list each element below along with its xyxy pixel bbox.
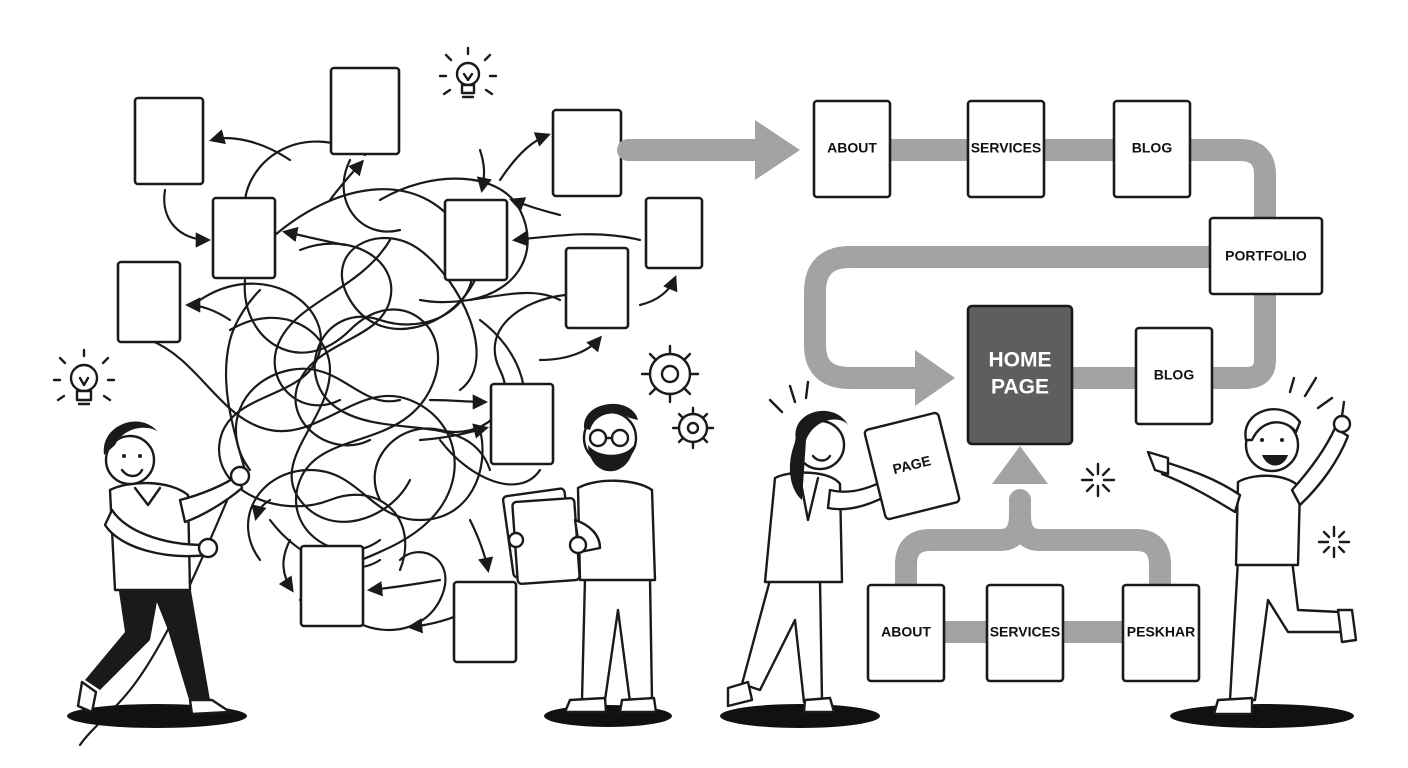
organized-sitemap: ABOUT SERVICES BLOG PORTFOLIO HOME PAGE … [720, 99, 1358, 728]
scattered-page [452, 580, 518, 664]
lightbulb-icon [438, 46, 498, 99]
home-label-line1: HOME [989, 349, 1052, 372]
excited-man-pointing [1146, 376, 1358, 728]
man-holding-papers [501, 403, 672, 727]
page-label: ABOUT [827, 140, 877, 156]
sparkle-icon [1317, 525, 1351, 559]
woman-holding-page: PAGE [720, 380, 961, 728]
transition-arrow [617, 120, 800, 180]
gear-icon [640, 344, 700, 404]
page-label: SERVICES [990, 624, 1061, 640]
scattered-page [489, 382, 555, 466]
home-page-node: HOME PAGE [966, 304, 1074, 446]
sparkle-icon [1080, 462, 1116, 498]
scattered-page [443, 198, 509, 282]
chaotic-sitemap [52, 46, 715, 747]
nav-page-about: ABOUT [812, 99, 892, 199]
page-label: BLOG [1154, 367, 1195, 383]
scattered-pages [116, 66, 704, 664]
page-label: PORTFOLIO [1225, 248, 1307, 264]
page-label: PESKHAR [1127, 624, 1195, 640]
gear-icon [671, 406, 715, 450]
nav-page-services: SERVICES [966, 99, 1046, 199]
held-page: PAGE [863, 411, 961, 521]
scattered-page [299, 544, 365, 628]
scattered-page [133, 96, 205, 186]
scattered-page [551, 108, 623, 198]
scattered-page [329, 66, 401, 156]
nav-page-blog: BLOG [1112, 99, 1192, 199]
sub-page-peskhar: PESKHAR [1121, 583, 1201, 683]
nav-page-blog-lower: BLOG [1134, 326, 1214, 426]
page-label: ABOUT [881, 624, 931, 640]
nav-page-portfolio: PORTFOLIO [1208, 216, 1324, 296]
man-pulling-rope [67, 421, 251, 728]
scattered-page [116, 260, 182, 344]
lightbulb-icon [52, 348, 116, 406]
tangled-links [78, 129, 678, 747]
scattered-page [564, 246, 630, 330]
scattered-page [211, 196, 277, 280]
page-label: SERVICES [971, 140, 1042, 156]
scattered-page [644, 196, 704, 270]
sub-page-services: SERVICES [985, 583, 1065, 683]
page-label: BLOG [1132, 140, 1173, 156]
sub-page-about: ABOUT [866, 583, 946, 683]
home-label-line2: PAGE [991, 376, 1049, 399]
